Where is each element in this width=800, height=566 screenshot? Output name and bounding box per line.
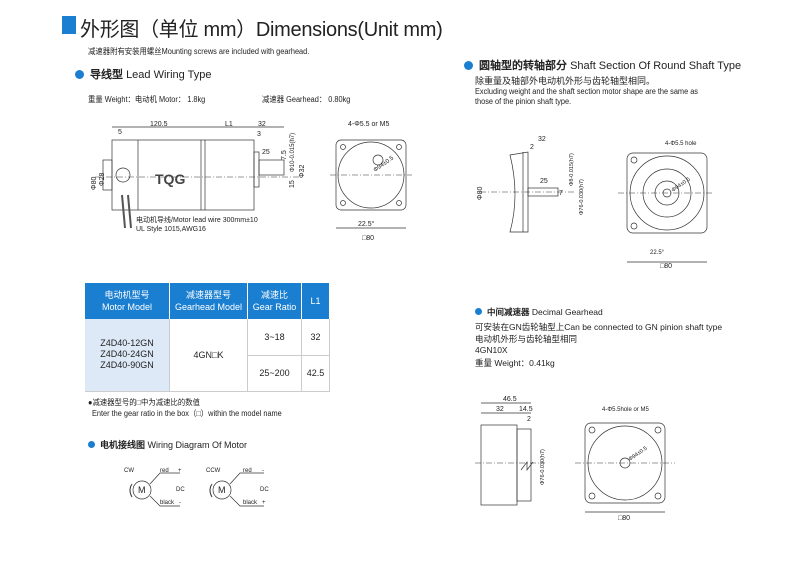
ratio-cell: 3~18 (247, 319, 302, 356)
l1-cell: 32 (301, 319, 330, 356)
dim-holes: 4-Φ5.5 or M5 (348, 121, 389, 128)
wire-red: red (243, 468, 252, 474)
wire-red: red (160, 468, 169, 474)
dim-phi10: Φ10-0.015(h7) (290, 133, 296, 172)
table-note-cn: ●减速器型号的□中为减速比的数值 (88, 398, 200, 407)
title-marker (62, 16, 76, 34)
motor-symbol: M (218, 485, 226, 495)
lead-side-view: TQG 120.5 L1 32 5 3 25 7.5 Φ10-0.015(h7)… (91, 121, 306, 233)
lead-front-view: 4-Φ5.5 or M5 Φ94±0.5 22.5° □80 (330, 121, 412, 242)
gearhead-model: 4GN□K (169, 319, 248, 392)
brand-logo: TQG (155, 171, 185, 187)
dim-32: 32 (496, 406, 504, 413)
sign-top: - (262, 468, 264, 474)
bullet-icon (88, 441, 95, 448)
dim-7: 7 (559, 190, 563, 197)
dim-25: 25 (262, 149, 270, 156)
dim-phi76: Φ76-0.030(h7) (579, 179, 585, 215)
lead-wire-label: 电动机导线/Motor lead wire 300mm±10 (136, 215, 258, 224)
dim-phi8: Φ8-0.015(h7) (569, 153, 575, 186)
sign-bottom: - (179, 500, 181, 506)
wiring-ccw: M CCW red - DC black + (206, 468, 269, 507)
dim-phi32: Φ32 (299, 165, 306, 178)
decimal-front-view: 4-Φ5.5hole or M5 Φ94±0.5 □80 (575, 407, 675, 522)
dim-phi80: Φ80 (477, 187, 484, 200)
sign-bottom: + (262, 500, 266, 506)
dim-angle: 22.5° (358, 220, 375, 228)
round-desc-cn: 除重量及轴部外电动机外形与齿轮轴型相同。 (475, 76, 656, 86)
mounting-note: 减速器附有安装用螺丝Mounting screws are included w… (88, 47, 310, 56)
cw-label: CW (124, 468, 134, 474)
dc-label: DC (260, 487, 269, 493)
l1-cell: 42.5 (301, 355, 330, 392)
dim-5: 5 (118, 129, 122, 136)
motor-weight: 重量 Weight：电动机 Motor： 1.8kg (88, 95, 206, 104)
dim-3: 3 (257, 131, 261, 138)
motor-symbol: M (138, 485, 146, 495)
dim-phi28: Φ28 (99, 173, 106, 186)
dim-pcd: Φ94±0.5 (628, 446, 649, 463)
dim-120-5: 120.5 (150, 121, 168, 128)
bullet-icon (475, 308, 482, 315)
ul-style-label: UL Style 1015,AWG16 (136, 226, 206, 233)
round-shaft-heading: 圆轴型的转轴部分 Shaft Section Of Round Shaft Ty… (464, 57, 741, 73)
decimal-line2: 电动机外形与齿轮轴型相同 (475, 334, 578, 344)
page-title: 外形图（单位 mm）Dimensions(Unit mm) (80, 19, 443, 41)
dim-phi76: Φ76-0.030(h7) (540, 449, 546, 485)
dim-7-5: 7.5 (281, 150, 288, 160)
decimal-side-view: 46.5 32 14.5 2 Φ76-0.030(h7) (475, 396, 546, 506)
dim-sq80: □80 (362, 235, 374, 242)
dim-32: 32 (538, 136, 546, 143)
ratio-cell: 25~200 (247, 355, 302, 392)
sign-top: + (178, 468, 182, 474)
dc-label: DC (176, 487, 185, 493)
dim-sq80: □80 (618, 515, 630, 522)
lead-wiring-heading: 导线型 Lead Wiring Type (75, 66, 211, 82)
decimal-line1: 可安装在GN齿轮轴型上Can be connected to GN pinion… (475, 322, 723, 332)
gearhead-weight: 减速器 Gearhead： 0.80kg (262, 95, 351, 104)
col-l1: L1 (301, 283, 330, 319)
dim-15: 15 (289, 180, 296, 188)
round-front-view: 4-Φ5.5 hole Φ94±0.5 22.5° □80 (618, 141, 712, 270)
heading-cn: 导线型 (90, 69, 123, 81)
bullet-icon (464, 61, 473, 70)
dim-2: 2 (527, 416, 531, 423)
dim-angle: 22.5° (650, 250, 665, 256)
wire-black: black (160, 500, 175, 506)
wire-black: black (243, 500, 258, 506)
dim-pcd: Φ94±0.5 (671, 177, 692, 194)
bullet-icon (75, 70, 84, 79)
dim-sq80: □80 (660, 263, 672, 270)
wiring-heading: 电机接线图 Wiring Diagram Of Motor (88, 438, 247, 451)
round-desc-en2: those of the pinion shaft type. (475, 97, 572, 106)
dim-2: 2 (530, 144, 534, 151)
heading-en: Lead Wiring Type (126, 69, 212, 81)
decimal-model: 4GN10X (475, 345, 508, 355)
round-side-view: 32 2 25 7 Φ8-0.015(h7) Φ76-0.030(h7) Φ80 (477, 136, 585, 233)
dim-holes: 4-Φ5.5hole or M5 (602, 407, 649, 413)
decimal-weight: 重量 Weight：0.41kg (475, 358, 555, 368)
table-note-en: Enter the gear ratio in the box（□）within… (92, 409, 282, 418)
dim-holes: 4-Φ5.5 hole (665, 141, 697, 147)
dim-25: 25 (540, 178, 548, 185)
decimal-heading: 中间减速器 Decimal Gearhead (475, 306, 603, 318)
ccw-label: CCW (206, 468, 221, 474)
wiring-cw: M CW red + DC black - (124, 468, 185, 507)
dim-14-5: 14.5 (519, 406, 533, 413)
dim-46-5: 46.5 (503, 396, 517, 403)
dim-phi80: Φ80 (91, 177, 98, 190)
round-desc-en1: Excluding weight and the shaft section m… (475, 87, 698, 96)
dim-32: 32 (258, 121, 266, 128)
dim-l1: L1 (225, 121, 233, 128)
